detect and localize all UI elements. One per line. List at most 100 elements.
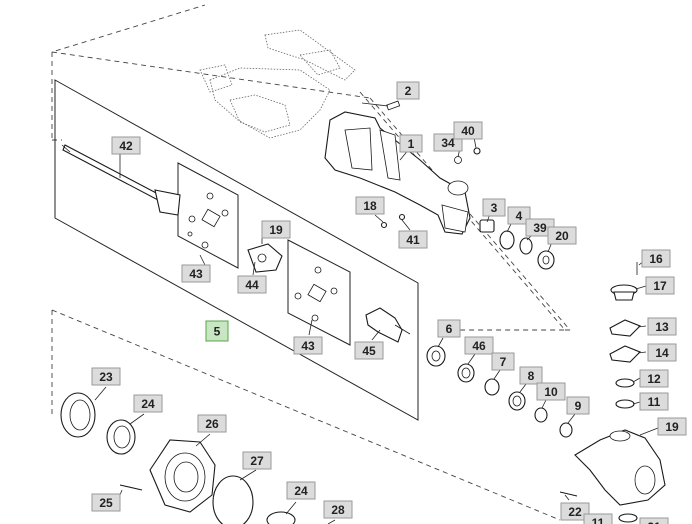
callout-box[interactable] bbox=[639, 517, 669, 524]
callout-24[interactable]: 24 bbox=[286, 481, 316, 500]
callout-box[interactable] bbox=[91, 367, 121, 386]
callout-box[interactable] bbox=[491, 352, 515, 371]
seal-24-lower bbox=[266, 511, 296, 524]
callout-label: 19 bbox=[269, 223, 283, 237]
nut-34 bbox=[454, 156, 462, 164]
callout-13[interactable]: 13 bbox=[647, 317, 677, 336]
callout-2[interactable]: 2 bbox=[396, 81, 420, 100]
callout-3[interactable]: 3 bbox=[482, 198, 506, 217]
callout-box[interactable] bbox=[399, 134, 423, 153]
callout-box[interactable] bbox=[639, 392, 669, 411]
callout-box[interactable] bbox=[560, 502, 590, 521]
callout-17[interactable]: 17 bbox=[645, 276, 675, 295]
callout-box[interactable] bbox=[453, 121, 483, 140]
plug-40 bbox=[473, 147, 481, 155]
callout-14[interactable]: 14 bbox=[647, 343, 677, 362]
callout-12[interactable]: 12 bbox=[639, 369, 669, 388]
callout-box[interactable] bbox=[437, 319, 461, 338]
callout-11[interactable]: 11 bbox=[583, 513, 613, 524]
bolt-25 bbox=[119, 484, 143, 491]
u-joint-frame-right bbox=[287, 239, 351, 346]
callout-box[interactable] bbox=[354, 341, 384, 360]
callout-10[interactable]: 10 bbox=[536, 382, 566, 401]
callout-box[interactable] bbox=[91, 493, 121, 512]
callout-box[interactable] bbox=[566, 396, 590, 415]
callout-box[interactable] bbox=[583, 513, 613, 524]
callout-label: 11 bbox=[648, 395, 661, 409]
callout-23[interactable]: 23 bbox=[91, 367, 121, 386]
callout-6[interactable]: 6 bbox=[437, 319, 461, 338]
callout-box[interactable] bbox=[507, 206, 531, 225]
callout-box[interactable] bbox=[639, 369, 669, 388]
callout-28[interactable]: 28 bbox=[323, 500, 353, 519]
callout-box[interactable] bbox=[657, 417, 687, 436]
callout-41[interactable]: 41 bbox=[398, 230, 428, 249]
callout-25[interactable]: 25 bbox=[91, 493, 121, 512]
callout-box[interactable] bbox=[205, 320, 229, 342]
callout-1[interactable]: 1 bbox=[399, 134, 423, 153]
callout-40[interactable]: 40 bbox=[453, 121, 483, 140]
callout-box[interactable] bbox=[645, 276, 675, 295]
bolt-2 bbox=[361, 100, 401, 111]
callout-5[interactable]: 5 bbox=[205, 320, 229, 342]
callout-box[interactable] bbox=[647, 343, 677, 362]
callout-box[interactable] bbox=[261, 220, 291, 239]
callout-box[interactable] bbox=[197, 414, 227, 433]
bolt-22 bbox=[559, 491, 578, 497]
callout-22[interactable]: 22 bbox=[560, 502, 590, 521]
callout-label: 26 bbox=[205, 417, 219, 431]
callout-box[interactable] bbox=[464, 336, 494, 355]
callout-box[interactable] bbox=[482, 198, 506, 217]
shim-13 bbox=[609, 319, 641, 337]
callout-label: 16 bbox=[649, 252, 663, 266]
callout-19[interactable]: 19 bbox=[657, 417, 687, 436]
callout-box[interactable] bbox=[398, 230, 428, 249]
callout-27[interactable]: 27 bbox=[242, 451, 272, 470]
callout-box[interactable] bbox=[111, 136, 141, 155]
callout-box[interactable] bbox=[286, 481, 316, 500]
callout-box[interactable] bbox=[293, 336, 323, 355]
callout-8[interactable]: 8 bbox=[519, 366, 543, 385]
callout-4[interactable]: 4 bbox=[507, 206, 531, 225]
bearing-12 bbox=[615, 378, 635, 388]
callout-16[interactable]: 16 bbox=[641, 249, 671, 268]
callout-box[interactable] bbox=[647, 317, 677, 336]
callout-box[interactable] bbox=[355, 196, 385, 215]
callout-box[interactable] bbox=[323, 500, 353, 519]
callout-18[interactable]: 18 bbox=[355, 196, 385, 215]
callout-11[interactable]: 11 bbox=[639, 392, 669, 411]
callout-7[interactable]: 7 bbox=[491, 352, 515, 371]
callout-45[interactable]: 45 bbox=[354, 341, 384, 360]
callout-9[interactable]: 9 bbox=[566, 396, 590, 415]
callout-box[interactable] bbox=[133, 394, 163, 413]
callout-42[interactable]: 42 bbox=[111, 136, 141, 155]
seal-4 bbox=[499, 230, 515, 250]
callout-label: 11 bbox=[592, 516, 605, 524]
callout-24[interactable]: 24 bbox=[133, 394, 163, 413]
callout-box[interactable] bbox=[536, 382, 566, 401]
callout-label: 8 bbox=[528, 369, 535, 383]
callout-box[interactable] bbox=[181, 264, 211, 283]
callout-box[interactable] bbox=[237, 275, 267, 294]
seal-39 bbox=[519, 237, 533, 255]
callout-label: 12 bbox=[647, 372, 661, 386]
callout-44[interactable]: 44 bbox=[237, 275, 267, 294]
double-yoke-44 bbox=[247, 243, 283, 273]
callout-46[interactable]: 46 bbox=[464, 336, 494, 355]
callout-label: 9 bbox=[575, 399, 582, 413]
callout-43[interactable]: 43 bbox=[293, 336, 323, 355]
callout-box[interactable] bbox=[641, 249, 671, 268]
callout-20[interactable]: 20 bbox=[547, 226, 577, 245]
callout-26[interactable]: 26 bbox=[197, 414, 227, 433]
callout-box[interactable] bbox=[396, 81, 420, 100]
callout-43[interactable]: 43 bbox=[181, 264, 211, 283]
washer-10 bbox=[534, 407, 548, 423]
callout-box[interactable] bbox=[242, 451, 272, 470]
callout-box[interactable] bbox=[519, 366, 543, 385]
callout-19[interactable]: 19 bbox=[261, 220, 291, 239]
lower-assembly-boundary bbox=[51, 309, 561, 521]
callout-label: 10 bbox=[544, 385, 558, 399]
callout-box[interactable] bbox=[547, 226, 577, 245]
callout-21[interactable]: 21 bbox=[639, 517, 669, 524]
callout-39[interactable]: 39 bbox=[525, 218, 555, 237]
